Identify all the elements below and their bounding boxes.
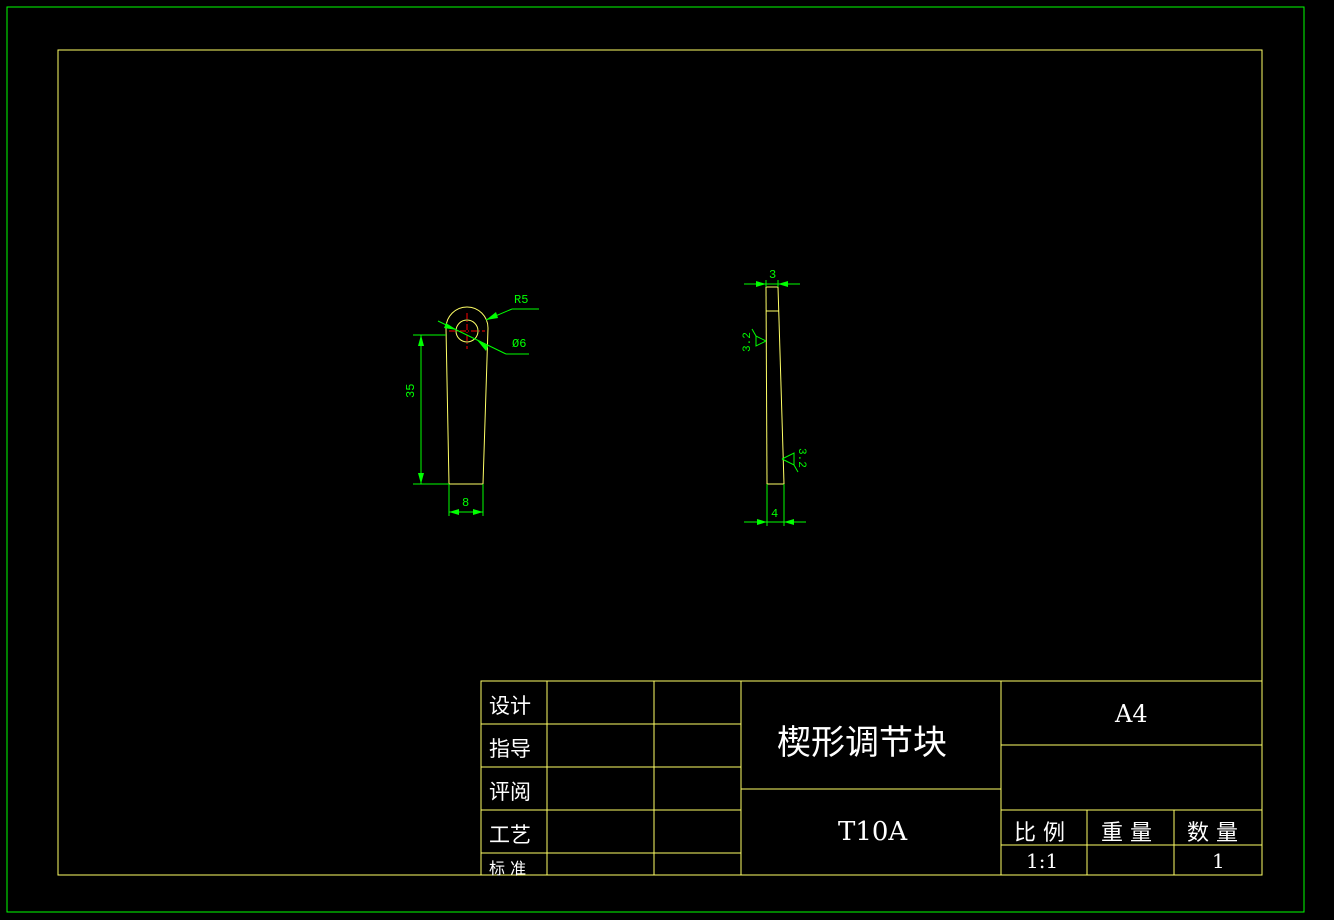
radius-label: R5 [514, 293, 528, 307]
roughness-top-label: 3.2 [742, 332, 754, 352]
width-label: 8 [462, 496, 469, 510]
role-review: 评阅 [489, 780, 531, 804]
side-view[interactable]: 3 4 3.2 3.2 [742, 268, 807, 526]
hole-dimension: Ø6 [437, 320, 529, 355]
hole-circle [455, 319, 479, 343]
sheet-size: A4 [1115, 700, 1148, 728]
quantity-header: 数 量 [1187, 821, 1238, 846]
weight-header: 重 量 [1101, 821, 1152, 846]
scale-value: 1:1 [1026, 849, 1059, 873]
side-view-left-edge [765, 286, 768, 485]
front-view-outline [445, 306, 489, 485]
width-dimension: 8 [448, 484, 484, 516]
roughness-symbol-bottom: 3.2 [781, 448, 807, 473]
top-width-dimension: 3 [744, 268, 800, 287]
quantity-value: 1 [1212, 849, 1225, 873]
radius-dimension: R5 [485, 293, 539, 321]
roughness-bottom-label: 3.2 [795, 448, 807, 468]
role-standard: 标 准 [489, 859, 527, 878]
side-view-right-edge [777, 286, 785, 485]
bottom-width-dimension: 4 [744, 484, 806, 526]
bottom-width-label: 4 [771, 507, 778, 521]
height-dimension: 35 [404, 334, 449, 485]
title-block-grid [480, 680, 1263, 876]
role-guidance: 指导 [489, 737, 531, 761]
top-width-label: 3 [769, 268, 776, 282]
roughness-symbol-top: 3.2 [742, 328, 767, 352]
material: T10A [838, 817, 908, 847]
role-design: 设计 [489, 694, 531, 718]
height-label: 35 [404, 384, 418, 398]
front-view[interactable]: R5 Ø6 35 8 [404, 293, 539, 516]
scale-header: 比 例 [1014, 821, 1065, 846]
role-process: 工艺 [489, 823, 531, 847]
drawing-frame [57, 49, 1263, 876]
hole-label: Ø6 [512, 337, 526, 351]
sheet-border [6, 6, 1305, 913]
part-name: 楔形调节块 [777, 723, 947, 763]
